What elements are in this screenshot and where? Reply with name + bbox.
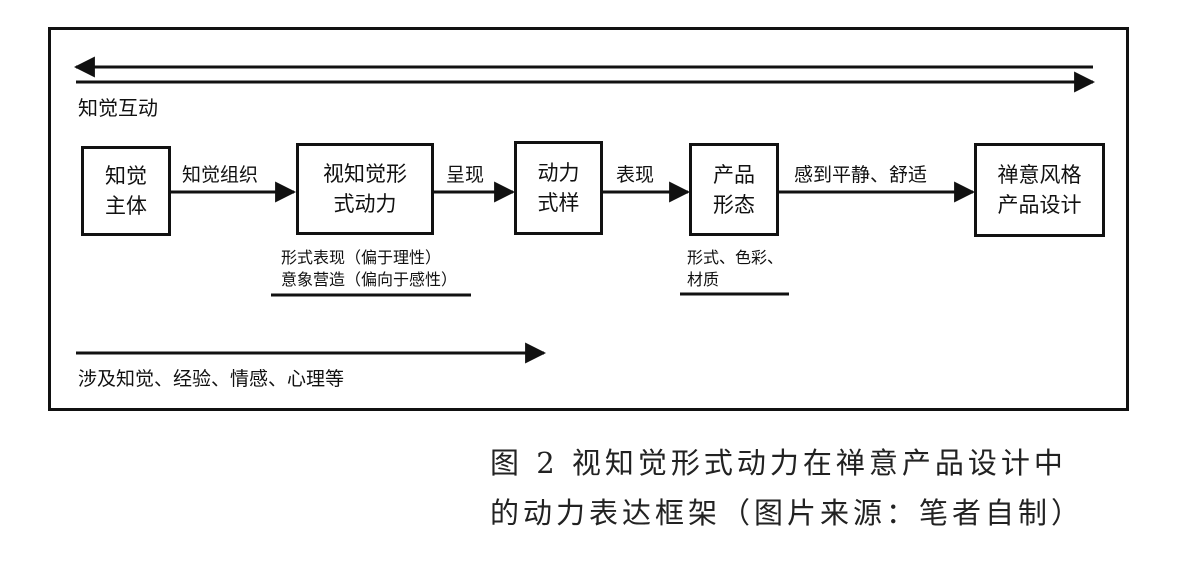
note-visual-force-line-2: 意象营造（偏向于感性） bbox=[281, 270, 458, 289]
node-product-form-line-2: 形态 bbox=[713, 192, 755, 217]
node-visual-force-line-1: 视知觉形 bbox=[323, 162, 407, 186]
edge-label-presentation: 呈现 bbox=[446, 164, 485, 186]
note-product-form-line-1: 形式、色彩、 bbox=[687, 248, 784, 267]
note-visual-force-line-1: 形式表现（偏于理性） bbox=[281, 248, 442, 267]
node-visual-perception-force: 视知觉形 式动力 bbox=[296, 143, 434, 235]
node-product-form: 产品 形态 bbox=[689, 143, 779, 236]
note-visual-force: 形式表现（偏于理性） 意象营造（偏向于感性） bbox=[281, 247, 457, 291]
top-arrow-label: 知觉互动 bbox=[78, 96, 158, 120]
node-zen-design-line-2: 产品设计 bbox=[997, 193, 1082, 217]
node-zen-design-line-1: 禅意风格 bbox=[997, 163, 1082, 187]
note-product-form: 形式、色彩、 材质 bbox=[687, 247, 783, 291]
node-dynamic-style-line-2: 式样 bbox=[537, 191, 580, 215]
caption-line-1: 图 2 视知觉形式动力在禅意产品设计中 bbox=[490, 446, 1067, 480]
diagram-frame bbox=[48, 27, 1129, 411]
node-dynamic-style: 动力 式样 bbox=[514, 141, 603, 235]
bottom-arrow-label: 涉及知觉、经验、情感、心理等 bbox=[78, 368, 345, 390]
figure-caption: 图 2 视知觉形式动力在禅意产品设计中 的动力表达框架（图片来源：笔者自制） bbox=[490, 438, 1084, 538]
node-perception-subject: 知觉 主体 bbox=[81, 146, 171, 236]
edge-label-expression: 表现 bbox=[616, 164, 655, 186]
node-subject-line-1: 知觉 bbox=[105, 164, 147, 188]
caption-line-2: 的动力表达框架（图片来源：笔者自制） bbox=[490, 496, 1085, 530]
note-product-form-line-2: 材质 bbox=[687, 270, 720, 289]
node-zen-product-design: 禅意风格 产品设计 bbox=[974, 143, 1105, 237]
node-visual-force-line-2: 式动力 bbox=[333, 192, 397, 216]
edge-label-perceptual-organization: 知觉组织 bbox=[182, 164, 259, 186]
edge-label-calm-comfortable: 感到平静、舒适 bbox=[794, 164, 928, 186]
node-subject-line-2: 主体 bbox=[105, 194, 147, 218]
node-product-form-line-1: 产品 bbox=[713, 162, 755, 187]
node-dynamic-style-line-1: 动力 bbox=[537, 161, 580, 185]
